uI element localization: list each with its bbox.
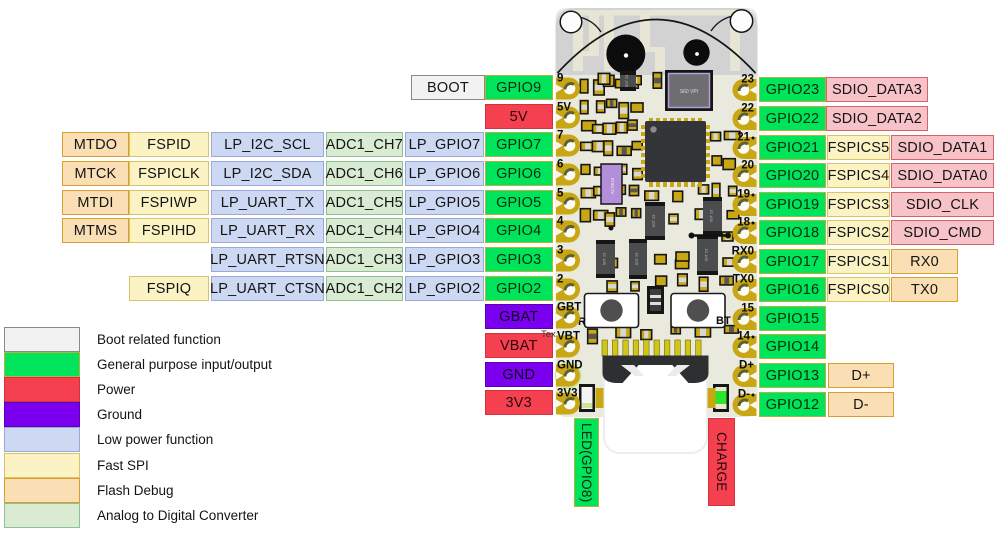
svg-text:22: 22 — [741, 103, 754, 115]
svg-text:GBT: GBT — [557, 302, 581, 314]
svg-text:2: 2 — [557, 274, 563, 286]
svg-text:4: 4 — [557, 216, 564, 228]
svg-text:3V3: 3V3 — [557, 388, 577, 400]
svg-text:R: R — [578, 316, 586, 328]
svg-text:15: 15 — [741, 303, 754, 315]
svg-text:9: 9 — [557, 73, 563, 85]
svg-text:GND: GND — [557, 360, 583, 372]
svg-text:19: 19 — [737, 189, 750, 201]
svg-text:ACS516: ACS516 — [610, 177, 615, 194]
svg-text:18: 18 — [737, 217, 750, 229]
svg-text:RX0: RX0 — [732, 246, 754, 258]
svg-text:S0T 23: S0T 23 — [624, 74, 629, 88]
svg-text:S0T 23: S0T 23 — [634, 252, 639, 266]
svg-text:S0T 23: S0T 23 — [709, 209, 714, 223]
svg-text:20: 20 — [741, 160, 754, 172]
svg-text:7: 7 — [557, 130, 563, 142]
svg-text:D-: D- — [738, 389, 750, 401]
svg-text:5: 5 — [557, 188, 564, 200]
svg-text:BT: BT — [716, 315, 731, 327]
svg-text:3: 3 — [557, 245, 563, 257]
svg-text:5V: 5V — [557, 102, 571, 114]
svg-text:TX0: TX0 — [733, 274, 754, 286]
svg-text:S60 VPI: S60 VPI — [680, 89, 698, 95]
svg-text:S0T 23: S0T 23 — [651, 214, 656, 228]
svg-text:6: 6 — [557, 159, 563, 171]
svg-text:S0T 23: S0T 23 — [704, 248, 709, 262]
svg-text:D+: D+ — [739, 360, 754, 372]
svg-text:21: 21 — [737, 132, 750, 144]
svg-text:S0T 23: S0T 23 — [602, 252, 607, 266]
svg-text:23: 23 — [741, 74, 754, 86]
svg-text:14: 14 — [737, 331, 750, 343]
svg-text:VBT: VBT — [557, 331, 580, 343]
